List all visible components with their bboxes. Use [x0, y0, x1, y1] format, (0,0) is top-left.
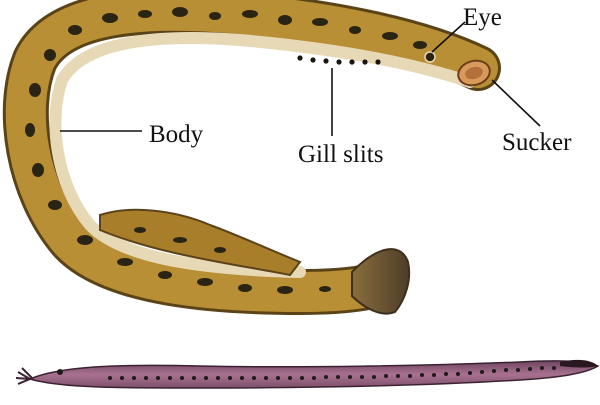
- label-gill-slits: Gill slits: [298, 142, 383, 167]
- tail-fin: [352, 249, 409, 314]
- larva-head-fringe: [16, 368, 32, 384]
- eye: [425, 52, 435, 62]
- label-sucker: Sucker: [502, 130, 571, 155]
- larva-body: [30, 361, 598, 388]
- label-body: Body: [149, 122, 203, 147]
- larva-tail: [560, 360, 598, 368]
- sucker-leader: [492, 80, 540, 126]
- larva-eye: [57, 369, 63, 375]
- adult-lamprey: [25, 7, 493, 314]
- larval-lamprey: [16, 360, 598, 388]
- label-eye: Eye: [463, 5, 502, 30]
